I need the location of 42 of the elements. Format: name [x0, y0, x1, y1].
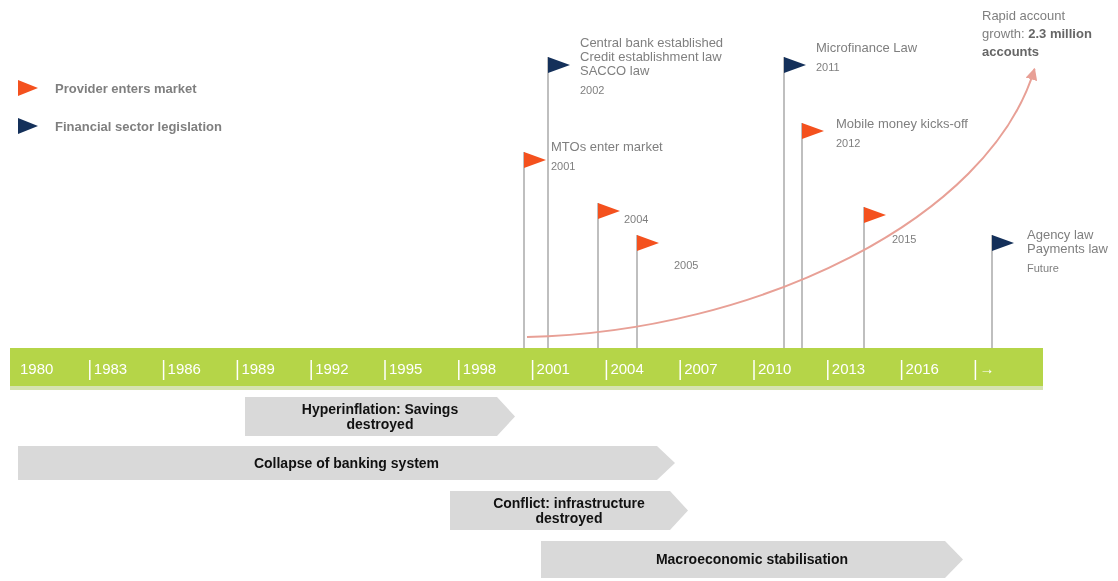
year-label: 2001 [536, 360, 570, 378]
year-label: 1989 [241, 360, 275, 378]
year-label: 1995 [389, 360, 423, 378]
time-span-bar [450, 491, 688, 530]
phase-label: Macroeconomic stabilisation [655, 552, 849, 567]
year-text: 2004 [624, 213, 650, 226]
year-label: 1980 [20, 360, 54, 378]
time-span-bar [245, 397, 515, 436]
year-text: 2011 [816, 61, 841, 74]
milestone-text: Central bank established [580, 36, 725, 50]
year-text: Future [1027, 262, 1060, 275]
growth-note: Rapid account growth: 2.3 million accounts [982, 7, 1107, 61]
year-label: 2004 [610, 360, 644, 378]
time-span-bar [18, 446, 675, 480]
phase-label: Collapse of banking system [253, 455, 440, 471]
phase-label: Conflict: infrastructure destroyed [492, 495, 646, 526]
milestone-text: SACCO law [580, 64, 651, 78]
year-label: 1986 [167, 360, 201, 378]
phase-label: Hyperinflation: Savings destroyed [300, 401, 460, 432]
year-label: 2013 [831, 360, 866, 378]
year-text: 2012 [836, 137, 862, 150]
year-text: 2002 [580, 84, 606, 97]
year-label: 1983 [93, 360, 128, 378]
milestone-text: Mobile money kicks-off [836, 117, 969, 131]
milestone-text: Microfinance Law [816, 41, 919, 55]
legend-label: Provider enters market [55, 81, 197, 96]
year-label: 2016 [905, 360, 939, 378]
milestone-text: Payments law [1027, 242, 1109, 256]
milestone-text: MTOs enter market [551, 140, 664, 154]
year-text: 2015 [892, 233, 918, 246]
milestone-text: Credit establishment law [580, 50, 723, 64]
growth-arrow [526, 67, 1036, 338]
year-label: 1998 [462, 360, 497, 378]
year-text: 2001 [551, 160, 577, 173]
year-label: 2010 [758, 360, 792, 378]
year-label: → [979, 360, 995, 378]
legend-label: Financial sector legislation [55, 119, 222, 134]
year-text: 2005 [674, 259, 700, 272]
time-span-bar [541, 541, 963, 578]
year-label: 1992 [315, 360, 349, 378]
year-label: 2007 [684, 360, 718, 378]
milestone-text: Agency law [1027, 228, 1095, 242]
